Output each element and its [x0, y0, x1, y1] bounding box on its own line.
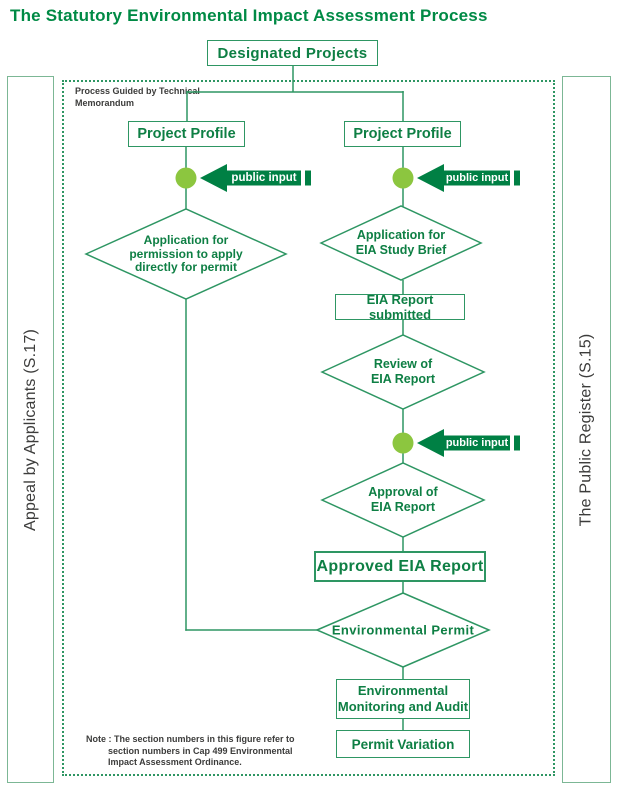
- node-project-profile-right: Project Profile: [344, 121, 461, 147]
- diamond-label-line: EIA Study Brief: [355, 243, 447, 257]
- node-label: Monitoring and Audit: [337, 699, 469, 714]
- page-title: The Statutory Environmental Impact Asses…: [10, 6, 488, 25]
- node-permit-variation: Permit Variation: [336, 730, 470, 758]
- node-label: Project Profile: [353, 126, 452, 142]
- node-env-monitoring-audit: Environmental Monitoring and Audit: [336, 679, 470, 719]
- note-line: Impact Assessment Ordinance.: [108, 757, 242, 767]
- node-designated-projects: Designated Projects: [207, 40, 378, 66]
- node-label: Permit Variation: [351, 736, 455, 752]
- note-line: section numbers in Cap 499 Environmental: [108, 745, 293, 756]
- public-register-sidebar: The Public Register (S.15): [562, 76, 611, 783]
- node-eia-report-submitted: EIA Report submitted: [335, 292, 465, 322]
- public-register-sidebar-label: The Public Register (S.15): [577, 333, 595, 526]
- technical-memorandum-frame: [62, 80, 555, 776]
- environmental-permit-label: Environmental Permit: [332, 623, 474, 637]
- node-approved-eia-report: Approved EIA Report: [314, 551, 486, 582]
- node-project-profile-left: Project Profile: [128, 121, 245, 147]
- process-guided-note-line: Technical Memorandum: [75, 86, 200, 108]
- diamond-label-line: Review of: [373, 357, 433, 371]
- review-eia-label: Review of EIA Report: [371, 357, 435, 387]
- node-label: Approved EIA Report: [316, 557, 484, 575]
- public-input-label: public input: [445, 437, 509, 449]
- diamond-label-line: Application for: [356, 228, 446, 242]
- public-input-label: public input: [445, 172, 509, 184]
- process-guided-note-line: Process Guided by: [75, 86, 157, 96]
- diamond-label-line: EIA Report: [370, 500, 436, 514]
- diamond-label-line: Application for: [143, 232, 229, 247]
- app-permission-label: Application for permission to apply dire…: [129, 232, 243, 275]
- appeal-sidebar-label: Appeal by Applicants (S.17): [21, 328, 39, 531]
- diamond-label-line: EIA Report: [370, 372, 436, 386]
- node-label: EIA Report submitted: [366, 292, 434, 322]
- public-input-label: public input: [231, 172, 297, 184]
- node-label: Designated Projects: [217, 44, 368, 62]
- diamond-label-line: permission to apply: [129, 246, 243, 261]
- section-numbers-note: Note : The section numbers in this figur…: [86, 734, 306, 769]
- diamond-label-line: Approval of: [368, 485, 438, 499]
- diamond-label-line: Environmental Permit: [331, 622, 475, 638]
- node-label: Project Profile: [137, 126, 236, 142]
- process-guided-note: Process Guided by Technical Memorandum: [75, 86, 205, 109]
- note-line: Note : The section numbers in this figur…: [86, 734, 295, 744]
- node-label: Environmental: [357, 683, 449, 698]
- approval-eia-label: Approval of EIA Report: [368, 485, 437, 515]
- appeal-sidebar: Appeal by Applicants (S.17): [7, 76, 54, 783]
- app-eia-study-label: Application for EIA Study Brief: [356, 228, 447, 258]
- diamond-label-line: directly for permit: [134, 259, 238, 274]
